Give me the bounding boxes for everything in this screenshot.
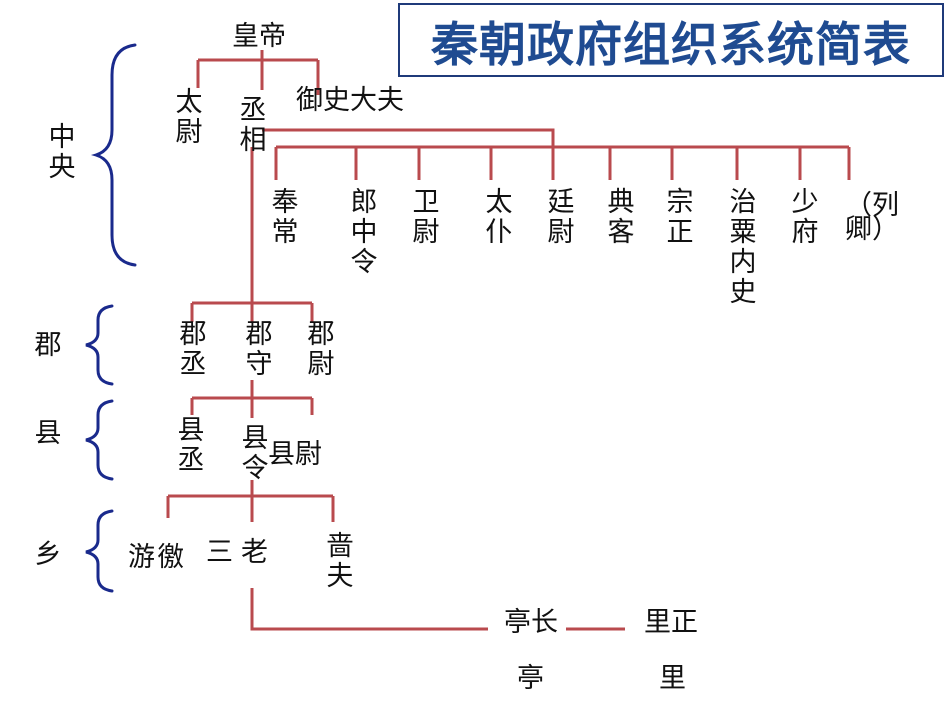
node-weiwei: 卫尉: [412, 187, 440, 248]
node-zhisu: 治粟内史: [729, 187, 757, 308]
brace-commandery: [85, 304, 114, 386]
node-yushi: 御史大夫: [296, 85, 404, 116]
brace-county: [85, 399, 114, 481]
node-taiwei: 太尉: [175, 87, 203, 148]
line-minister-drops: [274, 147, 851, 180]
node-dianke: 典客: [607, 187, 635, 248]
node-shaofu: 少府: [791, 187, 819, 248]
node-emperor: 皇帝: [232, 21, 286, 52]
node-tingzhang: 亭长: [504, 607, 558, 638]
node-junwei: 郡尉: [307, 319, 335, 380]
node-youjiao: 游徼: [128, 542, 186, 573]
node-xianwei: 县尉: [268, 439, 322, 470]
chart-title: 秦朝政府组织系统简表: [431, 17, 911, 73]
node-chengxiang: 丞相: [239, 95, 267, 156]
brace-central: [90, 43, 137, 267]
node-langzhongling: 郎中令: [350, 187, 378, 278]
node-fengchang: 奉常: [271, 187, 299, 248]
node-juncheng: 郡丞: [179, 319, 207, 380]
node-xiancheng: 县丞: [177, 415, 205, 476]
node-lizheng: 里正: [644, 607, 698, 638]
node-sanlao: 三老: [206, 537, 276, 568]
node-taipu: 太仆: [485, 187, 513, 248]
node-ting: 亭: [517, 663, 544, 694]
brace-township: [85, 509, 114, 593]
node-zongzheng: 宗正: [666, 187, 694, 248]
node-sefu: 啬夫: [326, 531, 354, 592]
line-chengxiang-right: [262, 128, 555, 147]
line-commandery-drops: [190, 303, 314, 322]
level-commandery: 郡: [34, 330, 62, 361]
node-xianling: 县令: [241, 423, 269, 484]
level-central: 中央: [48, 122, 76, 183]
title-box: 秦朝政府组织系统简表: [398, 3, 944, 77]
line-township-drops: [166, 496, 335, 522]
node-li: 里: [659, 663, 686, 694]
node-tingwei: 廷尉: [547, 187, 575, 248]
line-county-drops: [190, 398, 314, 418]
node-lieqing-note: （列卿）: [845, 190, 899, 245]
level-county: 县: [34, 418, 62, 449]
level-township: 乡: [34, 539, 62, 570]
line-to-tingzhang: [250, 588, 488, 631]
node-junshou: 郡守: [245, 319, 273, 380]
